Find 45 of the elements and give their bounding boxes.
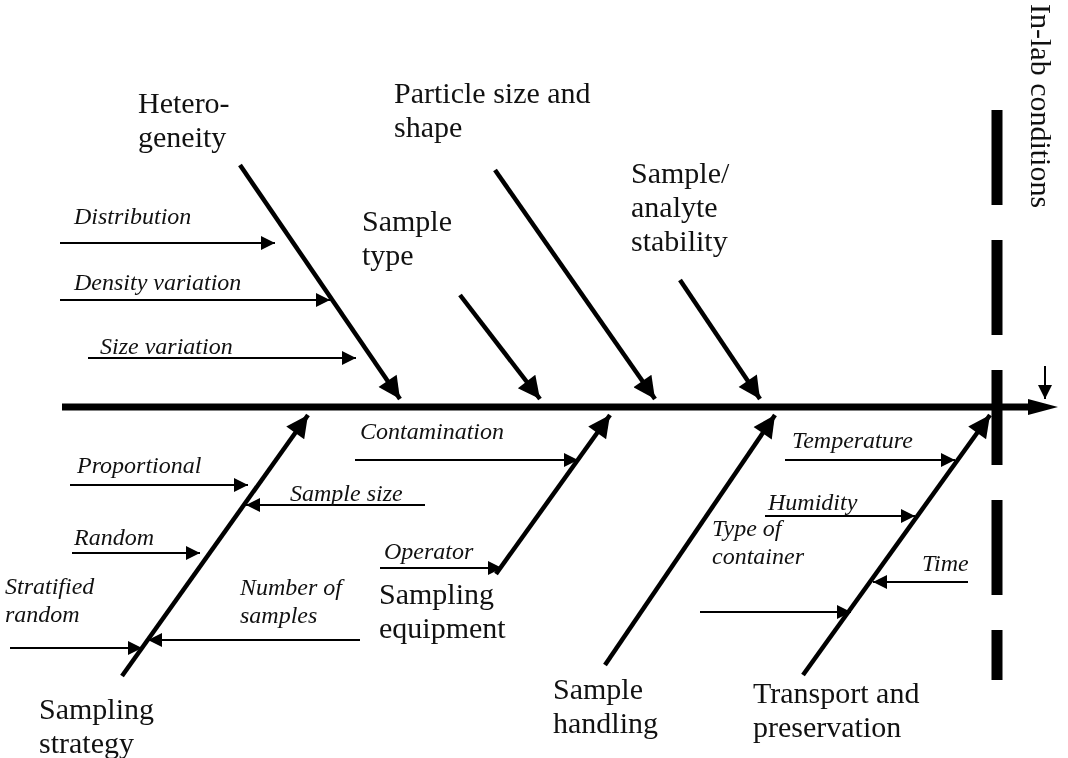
category-label: Transport and preservation [753,676,983,744]
cause-label: Sample size [290,480,403,508]
arrow [87,351,357,365]
cause-label: Distribution [74,203,192,231]
bone-arrow [603,413,777,667]
arrow [9,641,143,655]
cause-label: Operator [384,538,474,566]
category-label: Sample handling [553,672,693,740]
cause-label: Time [922,550,969,578]
arrow [354,453,579,467]
cause-label: Random [74,524,154,552]
category-label: Sample/ analyte stability [631,156,771,258]
bone-arrow [238,163,402,401]
spine-arrow [62,399,1058,415]
arrow [59,293,331,307]
arrow [1038,365,1052,400]
cause-label: Size variation [100,333,233,361]
category-label: Sampling equipment [379,577,549,645]
arrow [59,236,276,250]
bone-arrow [493,168,657,401]
cause-label: Humidity [768,489,858,517]
cause-label: Temperature [792,427,913,455]
arrow [147,633,361,647]
category-label: Hetero- geneity [138,86,268,154]
category-label: Particle size and shape [394,76,594,144]
arrow [699,605,852,619]
arrow [784,453,956,467]
bone-arrow [801,413,992,677]
arrow [69,478,249,492]
cause-label: Contamination [360,418,504,446]
vertical-label: In-lab conditions [1026,4,1056,209]
cause-label: Number of samples [240,574,380,630]
cause-label: Proportional [77,452,202,480]
arrow [71,546,201,560]
bone-arrow [678,278,762,401]
bone-arrow [458,293,542,401]
cause-label: Stratified random [5,573,110,629]
cause-label: Density variation [74,269,242,297]
category-label: Sample type [362,204,482,272]
cause-label: Type of container [712,515,812,571]
bone-arrow [120,413,310,678]
arrow [764,509,916,523]
bone-arrow [494,413,612,576]
arrow [245,498,426,512]
arrow [872,575,969,589]
